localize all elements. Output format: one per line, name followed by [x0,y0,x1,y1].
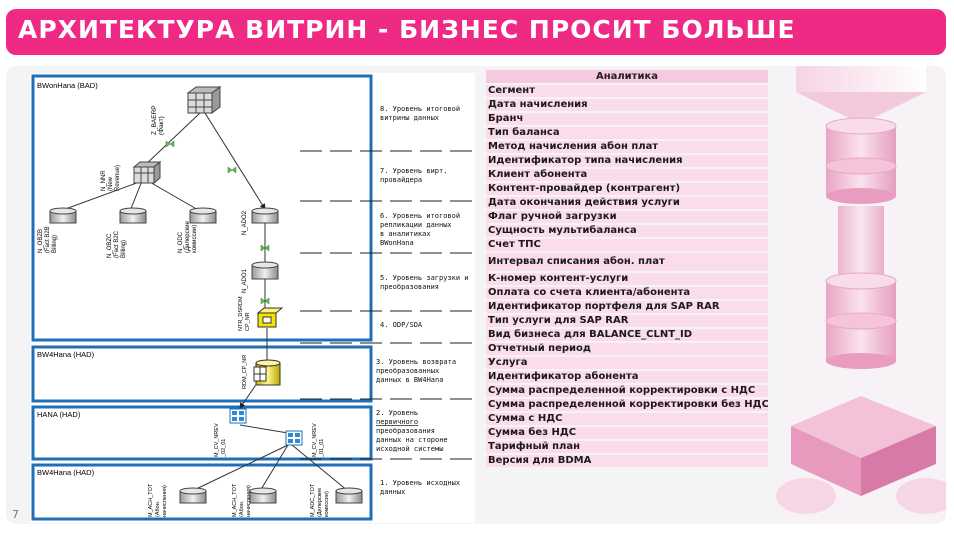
n-odc-label: N_ODC(Дилерскиекомиссии) [178,220,198,253]
zone-label-bwonhana: BWonHana (BAD) [37,81,98,90]
cyl-n-obzc-icon [119,207,147,224]
zone-hana [31,405,373,461]
table-row: Интервал списания абон. плат [486,253,768,271]
n-ado2-label: N_ADO2 [242,210,248,235]
table-row: Клиент абонента [486,169,768,181]
level-7-label: 7. Уровень вирт.провайдера [380,167,447,184]
table-row: Вид бизнеса для BALANCE_CLNT_ID [486,329,768,341]
table-row: Оплата со счета клиента/абонента [486,287,768,299]
calc-view-02-icon [229,408,247,424]
decorative-illustration [776,66,946,524]
calc-view-01-label: M_CV_NREV_01_01 [312,423,325,458]
cyl-n-ado2-icon [251,207,279,224]
diagram-svg: BWonHana (BAD) BW4Hana (HAD) HANA (HAD) … [31,74,475,521]
cyl-m-ach-icon [179,487,207,504]
m-ach2-label: M_ACH_TOT(Абон.начисления) [232,483,252,517]
table-row: Сумма распределенной корректировки без Н… [486,399,768,411]
table-row: Идентификатор абонента [486,371,768,383]
table-row: Счет ТПС [486,239,768,251]
cube-top-label: Z_BAERP(Факт) [151,105,165,135]
connectors [59,112,349,492]
table-row: Идентификатор портфеля для SAP RAR [486,301,768,313]
ntr-label: NTR_DSRDMCP_NR [238,296,251,331]
architecture-diagram: BWonHana (BAD) BW4Hana (HAD) HANA (HAD) … [30,73,475,523]
cyl-n-ado1-icon [251,261,279,280]
zone-bw4hana-top [31,345,373,403]
zone-bwonhana [31,74,373,342]
table-row: Сумма с НДС [486,413,768,425]
table-row: Услуга [486,357,768,369]
cyl-rdm-icon [253,359,281,386]
table-row: Тип услуги для SAP RAR [486,315,768,327]
zone-label-hana: HANA (HAD) [37,410,81,419]
cyl-n-obzb-icon [49,207,77,224]
transform-markers [165,140,270,305]
zone-label-bw4hana-bottom: BW4Hana (HAD) [37,468,95,477]
zone-label-bw4hana-top: BW4Hana (HAD) [37,350,95,359]
table-row: К-номер контент-услуги [486,273,768,285]
table-row: Сегмент [486,85,768,97]
table-row: Тарифный план [486,441,768,453]
table-row: Контент-провайдер (контрагент) [486,183,768,195]
table-row: Тип баланса [486,127,768,139]
cyl-m-ach2-icon [249,487,277,504]
m-ach-label: M_ACH_TOT(Абон.начисления) [148,483,168,517]
page-number: 7 [12,508,19,521]
rdm-label: RDM_CP_NR [242,355,248,389]
table-row: Флаг ручной загрузки [486,211,768,223]
cube-mid-icon [132,160,162,185]
cube-top-icon [186,86,222,114]
table-row: Сумма без НДС [486,427,768,439]
title-bar: АРХИТЕКТУРА ВИТРИН - БИЗНЕС ПРОСИТ БОЛЬШ… [6,9,946,55]
table-row: Сущность мультибаланса [486,225,768,237]
n-obzc-label: N_OBZC(Fact B2CBilling) [107,230,127,258]
analytics-table-header: Аналитика [486,70,768,83]
cyl-n-odc-icon [189,207,217,224]
level-4-label: 4. ODP/SDA [380,321,423,329]
m-adc-label: M_ADC_TOT(Дилерскиекомиссии) [310,483,330,517]
table-row: Метод начисления абон плат [486,141,768,153]
cyl-m-adc-icon [335,487,363,504]
table-row: Идентификатор типа начисления [486,155,768,167]
n-ado1-label: N_ADO1 [242,268,248,293]
calc-view-01-icon [285,430,303,446]
database-stack-illustration [776,66,946,514]
page-title: АРХИТЕКТУРА ВИТРИН - БИЗНЕС ПРОСИТ БОЛЬШ… [18,15,796,44]
cube-mid-label: N_NNR(NewRevenue) [101,165,121,191]
table-row: Сумма распределенной корректировки с НДС [486,385,768,397]
table-row: Отчетный период [486,343,768,355]
table-row: Версия для BDMA [486,455,768,467]
zone-bw4hana-bottom [31,463,373,521]
ntr-datasource-icon [256,307,284,328]
table-row: Дата окончания действия услуги [486,197,768,209]
table-row: Дата начисления [486,99,768,111]
table-row: Бранч [486,113,768,125]
n-obzb-label: N_OBZB(Fact B2BBilling) [38,226,58,253]
calc-view-02-label: M_CV_NREV_02_01 [214,423,227,458]
